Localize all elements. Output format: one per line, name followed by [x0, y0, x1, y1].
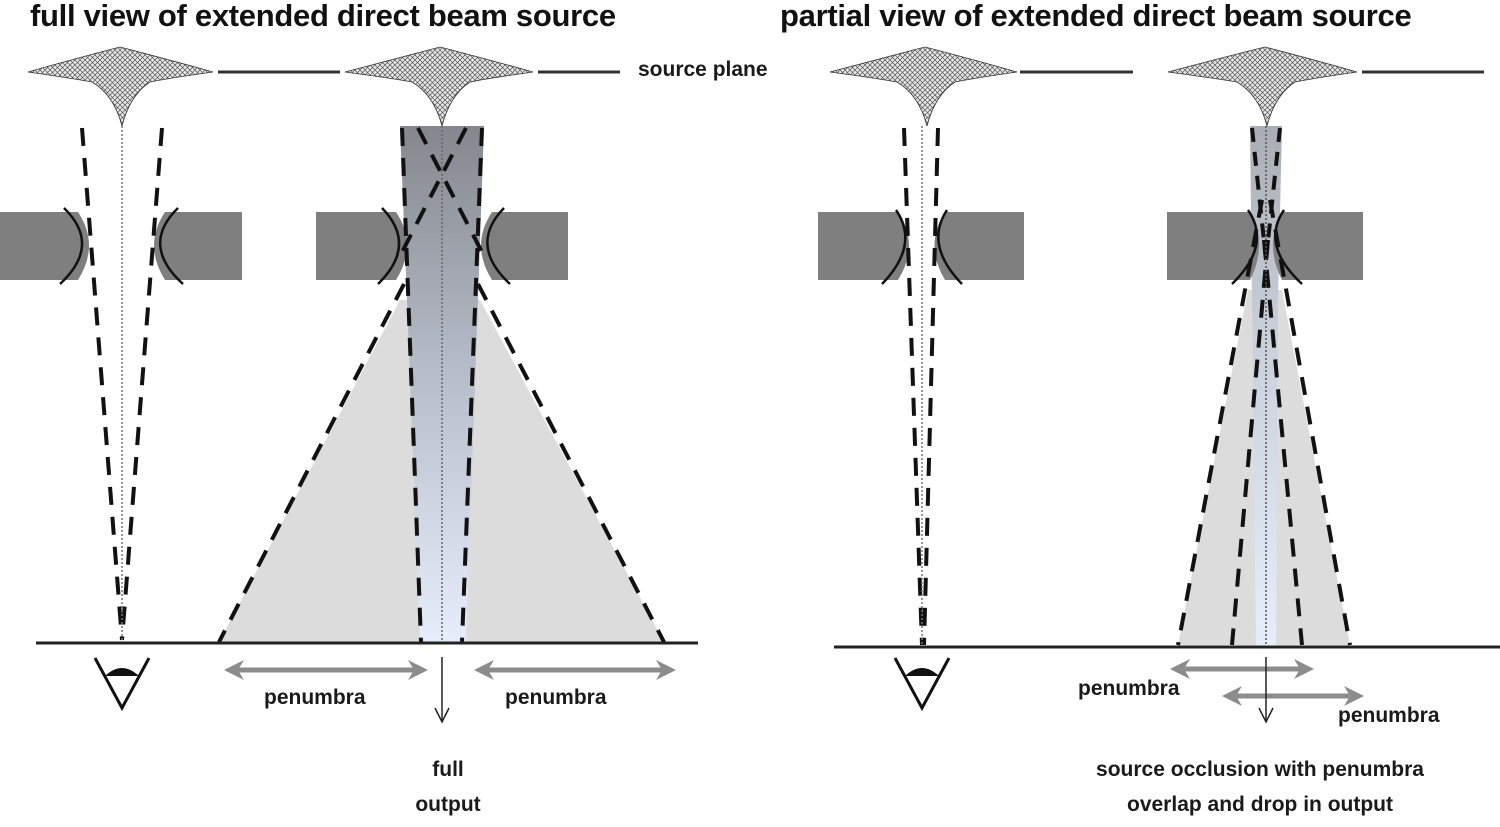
- title-full-view: full view of extended direct beam source: [30, 0, 616, 33]
- umbra-edge-line: [400, 127, 423, 643]
- output-arrow: [1258, 657, 1274, 724]
- aperture-right: [154, 207, 242, 285]
- penumbra-edge-line: [1176, 199, 1264, 646]
- source-gaussian-icon: [344, 46, 534, 128]
- occlusion-label-line2: overlap and drop in output: [1127, 793, 1393, 816]
- penumbra-edge-line: [1268, 199, 1352, 646]
- eye-icon: [93, 657, 151, 712]
- beam-edge-line: [80, 127, 124, 641]
- umbra-edge-line: [460, 127, 484, 643]
- eye-icon: [893, 657, 951, 712]
- beam-edge-line: [120, 127, 164, 641]
- full-output-label-line2: output: [415, 793, 481, 816]
- cross-ray-line: [416, 127, 486, 257]
- aperture-left: [0, 207, 89, 285]
- penumbra-label: penumbra: [1338, 704, 1440, 727]
- penumbra-label: penumbra: [264, 686, 366, 709]
- penumbra-edge-line: [476, 283, 666, 643]
- occlusion-label-line1: source occlusion with penumbra: [1096, 758, 1424, 781]
- title-partial-view: partial view of extended direct beam sou…: [780, 0, 1412, 33]
- cross-ray-line: [398, 127, 468, 257]
- beam-edge-line: [902, 127, 924, 646]
- aperture-right: [481, 207, 568, 285]
- full-output-label-line1: full: [432, 758, 464, 781]
- source-plane-label: source plane: [638, 58, 768, 81]
- output-arrow: [434, 657, 450, 724]
- penumbra-label: penumbra: [1078, 677, 1180, 700]
- umbra-edge-line: [1262, 239, 1304, 646]
- aperture-left: [1167, 209, 1259, 285]
- penumbra-edge-line: [217, 283, 406, 643]
- umbra-edge-line: [1230, 239, 1270, 646]
- beam-edge-line: [922, 127, 940, 646]
- aperture-right: [934, 209, 1024, 285]
- aperture-left: [316, 207, 407, 285]
- aperture-left: [818, 209, 909, 285]
- aperture-right: [1273, 209, 1363, 285]
- source-gaussian-icon: [829, 46, 1018, 128]
- source-gaussian-icon: [1167, 46, 1358, 128]
- source-gaussian-icon: [27, 46, 214, 128]
- penumbra-label: penumbra: [505, 686, 607, 709]
